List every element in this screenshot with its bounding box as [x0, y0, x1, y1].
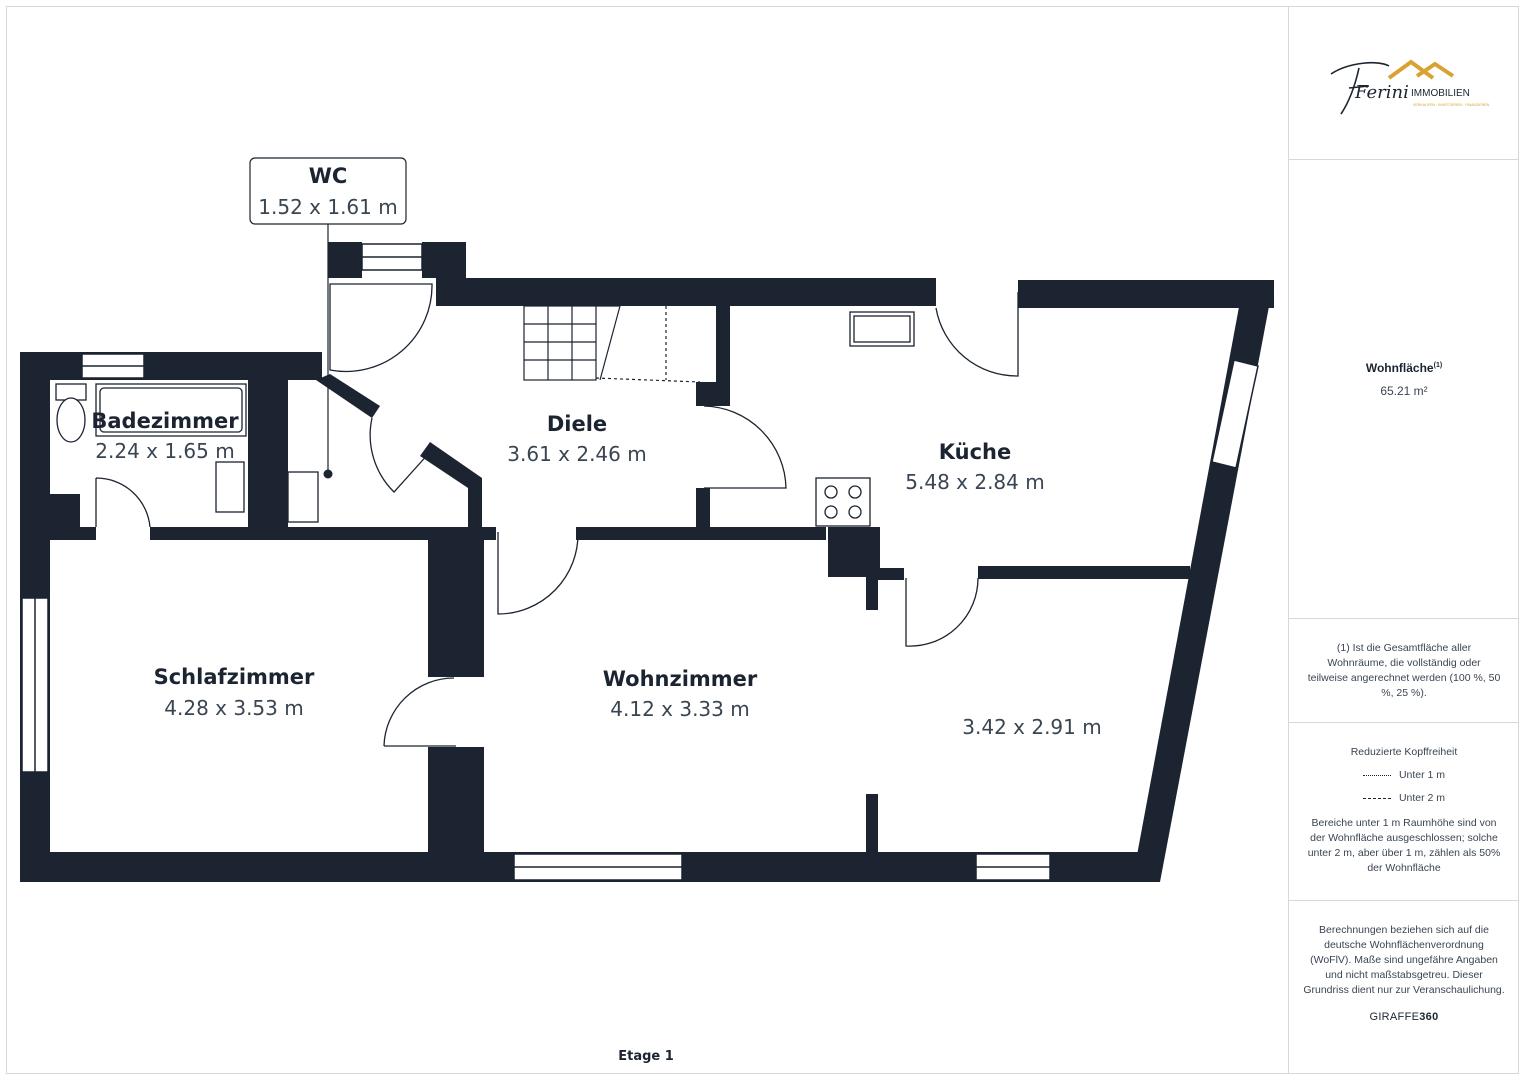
door-wohnzimmer	[497, 531, 579, 615]
room-name-diele: Diele	[547, 412, 607, 436]
room-name-kueche: Küche	[939, 440, 1012, 464]
dotted-line-icon	[1362, 775, 1391, 776]
room-dims-extra: 3.42 x 2.91 m	[962, 715, 1101, 739]
wall	[248, 380, 288, 540]
stove	[815, 477, 871, 527]
staircase	[523, 305, 701, 383]
door-kueche	[905, 577, 979, 647]
wall	[50, 527, 96, 540]
house-roof-icon	[1387, 59, 1455, 80]
info-panel: Ferini IMMOBILIEN VERKAUFEN · INVESTIERE…	[1288, 6, 1519, 1074]
wall	[316, 374, 380, 418]
legend-under-1m: Unter 1 m	[1303, 768, 1505, 783]
ferini-logo: Ferini IMMOBILIEN VERKAUFEN · INVESTIERE…	[1330, 59, 1490, 115]
wall	[150, 527, 496, 540]
toilet-bowl	[56, 397, 86, 443]
walls	[20, 242, 1274, 882]
wall	[866, 568, 878, 610]
room-name-wohnzimmer: Wohnzimmer	[603, 667, 758, 691]
calculation-note: Berechnungen beziehen sich auf die deuts…	[1303, 924, 1505, 996]
door-diele-wc	[369, 417, 431, 493]
door-diele-right	[703, 405, 787, 489]
logo-script: Ferini	[1354, 82, 1409, 103]
dashed-line-icon	[1362, 798, 1391, 799]
room-dims-kueche: 5.48 x 2.84 m	[905, 470, 1044, 494]
wall	[328, 242, 362, 278]
wall	[420, 442, 482, 527]
wall	[576, 527, 826, 540]
footnote-mark: (1)	[1433, 362, 1443, 369]
room-dims-diele: 3.61 x 2.46 m	[507, 442, 646, 466]
room-name-badezimmer: Badezimmer	[91, 409, 239, 433]
area-section: Wohnfläche(1) 65.21 m²	[1289, 160, 1519, 619]
wall	[428, 747, 484, 853]
fixtures	[55, 311, 915, 527]
legend-under-2m: Unter 2 m	[1303, 791, 1505, 806]
headroom-title: Reduzierte Kopffreiheit	[1350, 746, 1458, 758]
headroom-description: Bereiche unter 1 m Raumhöhe sind von der…	[1307, 817, 1501, 874]
wc-leader-dot	[323, 469, 333, 479]
logo-swash	[1330, 61, 1390, 115]
area-value: 65.21 m²	[1380, 384, 1428, 398]
doors	[95, 283, 1019, 747]
calculation-section: Berechnungen beziehen sich auf die deuts…	[1289, 901, 1519, 1074]
wall	[696, 488, 710, 528]
wall	[1018, 280, 1274, 308]
wc-sink	[287, 471, 319, 523]
wall	[696, 382, 730, 406]
wall	[20, 352, 322, 380]
footnote-text: (1) Ist die Gesamtfläche aller Wohnräume…	[1307, 642, 1501, 699]
room-dims-badezimmer: 2.24 x 1.65 m	[95, 439, 234, 463]
wc-callout	[249, 157, 407, 225]
wall	[428, 527, 484, 677]
logo-section: Ferini IMMOBILIEN VERKAUFEN · INVESTIERE…	[1289, 6, 1519, 160]
door-wc	[329, 283, 433, 373]
headroom-section: Reduzierte Kopffreiheit Unter 1 m Unter …	[1289, 723, 1519, 901]
room-dims-wohnzimmer: 4.12 x 3.33 m	[610, 697, 749, 721]
wall	[422, 242, 466, 278]
stairs	[523, 305, 597, 381]
wall	[978, 566, 1190, 579]
floor-plan: WC 1.52 x 1.61 m Badezimmer 2.24 x 1.65 …	[20, 157, 1274, 1064]
footnote-section: (1) Ist die Gesamtfläche aller Wohnräume…	[1289, 619, 1519, 723]
wall	[436, 278, 936, 306]
giraffe360-brand: GIRAFFE360	[1369, 1011, 1439, 1023]
logo-word: IMMOBILIEN	[1411, 88, 1470, 99]
door-balcony	[935, 292, 1019, 377]
door-schlafzimmer	[383, 677, 456, 747]
room-dims-wc: 1.52 x 1.61 m	[258, 195, 397, 219]
area-label: Wohnfläche(1)	[1365, 361, 1443, 375]
windows	[21, 243, 1259, 881]
wall	[866, 794, 878, 852]
wall	[716, 306, 730, 390]
window	[1211, 359, 1259, 469]
page-frame	[6, 6, 1519, 1074]
floor-label: Etage 1	[618, 1049, 674, 1064]
sink	[215, 461, 245, 513]
room-name-schlafzimmer: Schlafzimmer	[154, 665, 315, 689]
room-dims-schlafzimmer: 4.28 x 3.53 m	[164, 696, 303, 720]
room-name-wc: WC	[309, 164, 348, 188]
logo-tagline: VERKAUFEN · INVESTIEREN · FINANZIEREN	[1413, 103, 1490, 107]
door-bath	[95, 477, 151, 528]
